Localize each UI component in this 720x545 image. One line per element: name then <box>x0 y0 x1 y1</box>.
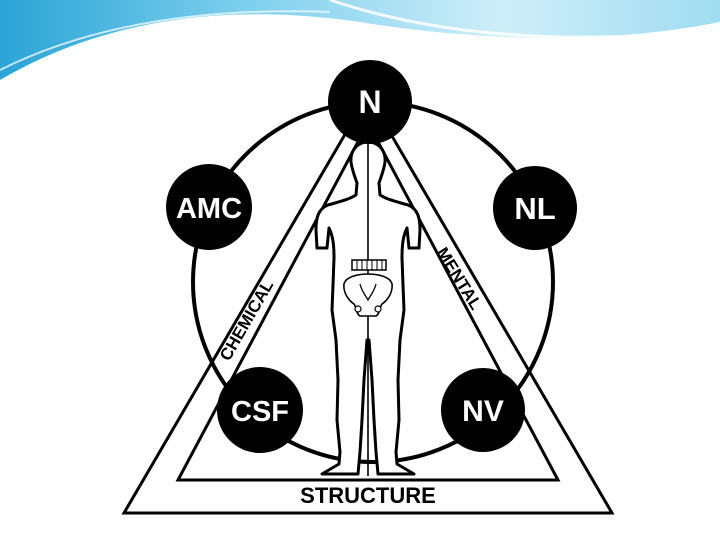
node-n-label: N <box>358 84 381 120</box>
banner-wave <box>0 0 720 80</box>
node-nv: NV <box>441 368 525 452</box>
node-amc: AMC <box>166 164 252 250</box>
outer-triangle <box>121 92 615 515</box>
side-label-mental: MENTAL <box>433 244 486 313</box>
side-label-structure: STRUCTURE <box>300 483 436 508</box>
node-amc-label: AMC <box>176 193 242 225</box>
node-nl: NL <box>493 166 577 250</box>
node-n: N <box>328 60 412 144</box>
inner-triangle <box>175 119 561 482</box>
node-csf-label: CSF <box>231 396 289 428</box>
node-nv-label: NV <box>462 395 504 428</box>
node-csf: CSF <box>217 367 303 453</box>
human-figure-icon <box>314 114 422 476</box>
node-nl-label: NL <box>514 191 555 226</box>
